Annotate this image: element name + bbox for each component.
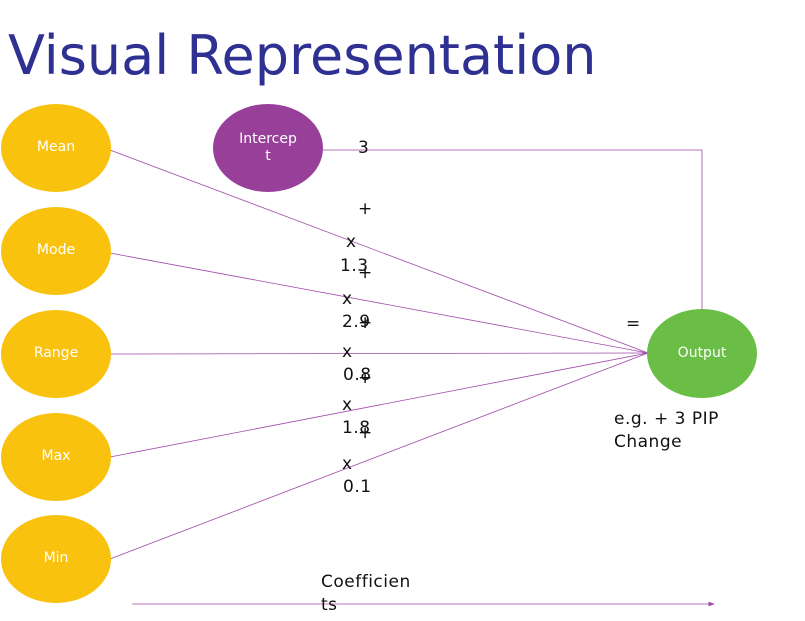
coefficient-op: + [358,313,373,333]
input-node-range: Range [1,310,111,398]
input-node-mode: Mode [1,207,111,295]
equals-sign: = [626,314,641,334]
input-node-label: Mean [36,139,76,156]
intercept-node: Intercep t [213,104,323,192]
coefficient-mult: x [342,289,353,309]
coefficient-op: + [358,263,373,283]
coefficients-axis-label: Coefficien ts [321,572,411,615]
input-node-label: Range [33,345,79,362]
coefficient-value: 1.3 [340,256,369,276]
coefficient-value: 0.1 [343,477,372,497]
input-node-max: Max [1,413,111,501]
coefficient-op: + [358,423,373,443]
line-min-output [109,352,649,560]
coefficient-mult: x [342,454,353,474]
input-node-min: Min [1,515,111,603]
line-mode-output [109,252,649,354]
coefficient-mult: x [342,342,353,362]
coefficient-mult: x [346,232,357,252]
line-intercept-output [323,149,703,310]
coefficient-op: + [358,368,373,388]
input-node-mean: Mean [1,104,111,192]
output-label: Output [677,344,727,361]
coefficient-op: + [358,199,373,219]
input-node-label: Mode [36,242,76,259]
line-max-output [109,352,649,458]
coefficient-value: 0.8 [343,365,372,385]
line-mean-output [109,149,649,354]
output-node: Output [647,309,757,398]
input-node-label: Min [43,550,69,567]
output-example: e.g. + 3 PIP Change [614,409,719,452]
input-node-label: Max [41,448,71,465]
page-title: Visual Representation [8,24,597,87]
intercept-value: 3 [358,138,370,158]
coefficient-value: 2.9 [342,312,371,332]
line-range-output [109,352,649,355]
coefficient-mult: x [342,395,353,415]
intercept-label: Intercep t [239,130,297,165]
coefficient-value: 1.8 [342,418,371,438]
